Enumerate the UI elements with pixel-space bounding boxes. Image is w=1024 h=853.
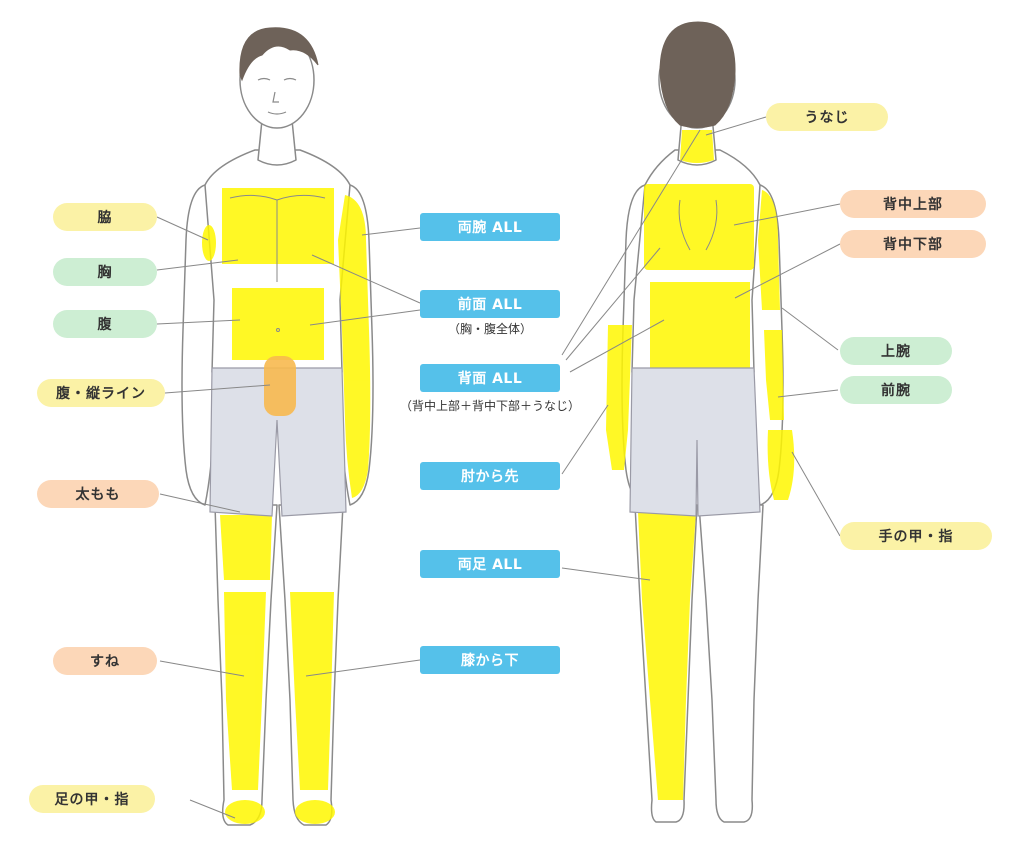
front-neck <box>257 119 297 166</box>
back-all-subtitle: （背中上部＋背中下部＋うなじ） <box>399 399 580 413</box>
back-lower-zone <box>650 282 750 368</box>
front-muscle-lines <box>229 194 326 332</box>
front-left-thigh-zone <box>220 515 272 580</box>
back-shorts <box>629 367 761 517</box>
back-muscle-lines <box>678 199 718 251</box>
label-nape: うなじ <box>766 103 888 131</box>
back-right-upper-arm-zone <box>758 190 780 310</box>
label-abdomen: 腹 <box>53 310 157 338</box>
box-arms-all: 両腕 ALL <box>420 213 560 241</box>
front-all-subtitle: （胸・腹全体） <box>447 322 532 336</box>
label-chest: 胸 <box>53 258 157 286</box>
back-left-arm-zone <box>606 325 632 470</box>
front-right-foot-zone <box>295 800 335 824</box>
box-knee-down: 膝から下 <box>420 646 560 674</box>
front-left-foot-zone <box>225 800 265 824</box>
label-foot-toes: 足の甲・指 <box>29 785 155 813</box>
box-back-all: 背面 ALL <box>420 364 560 392</box>
front-right-arm-zone <box>338 195 371 498</box>
box-elbow-down: 肘から先 <box>420 462 560 490</box>
back-upper-zone <box>644 184 754 270</box>
label-upper-arm: 上腕 <box>840 337 952 365</box>
back-right-hand-zone <box>767 430 795 500</box>
back-nape-zone <box>680 130 714 163</box>
box-legs-all: 両足 ALL <box>420 550 560 578</box>
label-abdomen-line: 腹・縦ライン <box>37 379 165 407</box>
label-shin: すね <box>53 647 157 675</box>
front-chest-zone <box>222 188 334 264</box>
label-hand-fingers: 手の甲・指 <box>840 522 992 550</box>
label-thigh: 太もも <box>37 480 159 508</box>
back-left-leg-zone <box>638 512 696 800</box>
front-abdomen-line-zone <box>264 356 296 416</box>
back-right-forearm-zone <box>764 330 784 420</box>
box-front-all: 前面 ALL <box>420 290 560 318</box>
front-left-shin-zone <box>224 592 266 790</box>
back-highlights <box>606 130 795 800</box>
front-shorts <box>209 367 347 517</box>
back-right-leg <box>698 504 764 823</box>
label-armpit: 脇 <box>53 203 157 231</box>
connector-lines <box>156 116 841 819</box>
label-lower-back: 背中下部 <box>840 230 986 258</box>
front-right-shin-zone <box>290 592 334 790</box>
back-hair <box>659 21 736 128</box>
label-upper-back: 背中上部 <box>840 190 986 218</box>
label-forearm: 前腕 <box>840 376 952 404</box>
front-hair <box>239 27 319 82</box>
front-face <box>257 77 297 115</box>
front-abdomen-zone <box>232 288 324 360</box>
front-armpit-zone <box>202 225 216 261</box>
front-highlights <box>202 188 371 824</box>
